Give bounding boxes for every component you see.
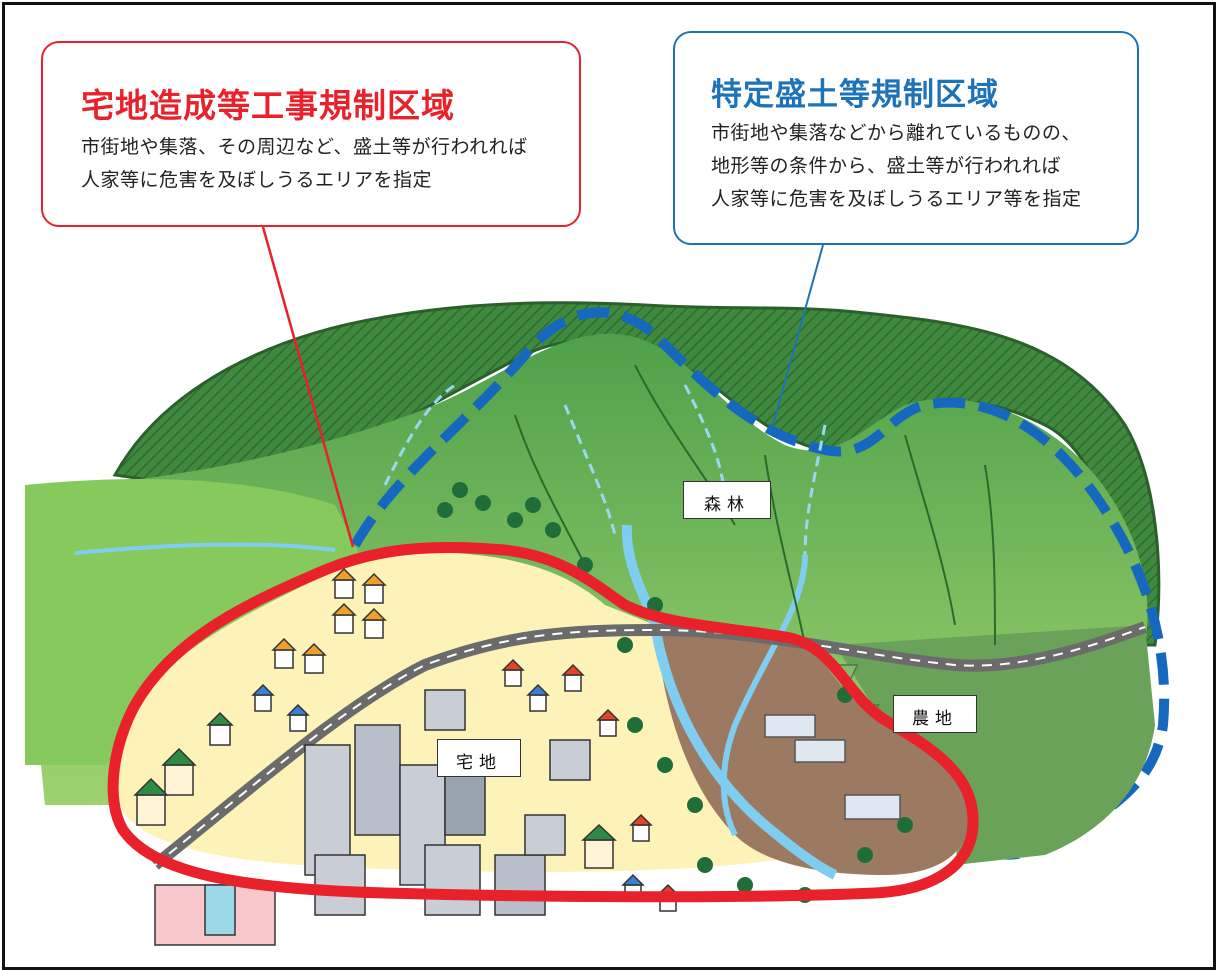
specific-fill-zone-title: 特定盛土等規制区域 [711,77,999,113]
residential-zone-description: 市街地や集落、その周辺など、盛土等が行われれば 人家等に危害を及ぼしうるエリアを… [81,131,528,197]
farmland-area [835,625,1155,865]
specific-fill-zone-callout: 特定盛土等規制区域 市街地や集落などから離れているものの、 地形等の条件から、盛… [673,31,1139,245]
river-main [621,524,838,880]
residential-callout-leader [261,226,355,548]
residential-zone-boundary [107,541,979,903]
specific-fill-zone-desc-line-1: 市街地や集落などから離れているものの、 [711,122,1081,144]
greenhouses [764,714,901,820]
forest-label: 森林 [683,481,771,519]
trees [437,482,913,903]
specific-fill-zone-desc-line-3: 人家等に危害を及ぼしうるエリア等を指定 [711,188,1082,210]
farmland-label: 農地 [893,695,977,733]
landscape-illustration [25,226,1170,946]
residential-zone-callout: 宅地造成等工事規制区域 市街地や集落、その周辺など、盛土等が行われれば 人家等に… [41,41,581,227]
specific-fill-zone-desc-line-2: 地形等の条件から、盛土等が行われれば [711,155,1062,177]
residential-zone-title: 宅地造成等工事規制区域 [81,86,455,125]
residential-label: 宅地 [437,739,521,777]
river-left [74,542,336,555]
residential-zone-desc-line-2: 人家等に危害を及ぼしうるエリアを指定 [81,169,433,191]
specific-fill-callout-leader [772,244,824,426]
specific-fill-zone-description: 市街地や集落などから離れているものの、 地形等の条件から、盛土等が行われれば 人… [711,117,1082,216]
forest-ridges [514,364,996,646]
residential-zone-desc-line-1: 市街地や集落、その周辺など、盛土等が行われれば [81,136,528,158]
river-branch [720,554,808,837]
